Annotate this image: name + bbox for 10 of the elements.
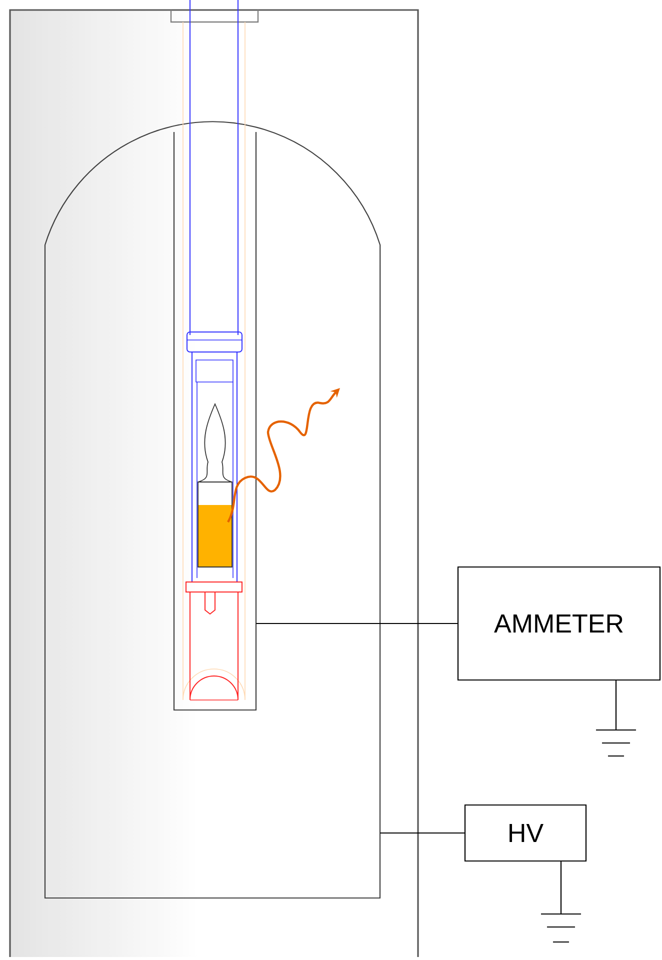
wire	[560, 862, 562, 914]
wire	[256, 622, 458, 624]
dome-electrode	[44, 121, 381, 899]
wire	[380, 832, 464, 834]
ground-symbol	[596, 729, 636, 757]
instrument-box: HV	[464, 804, 587, 862]
instrument-box: AMMETER	[457, 566, 661, 681]
collector-well	[173, 132, 257, 711]
ground-symbol	[541, 913, 581, 943]
wire	[615, 680, 617, 730]
